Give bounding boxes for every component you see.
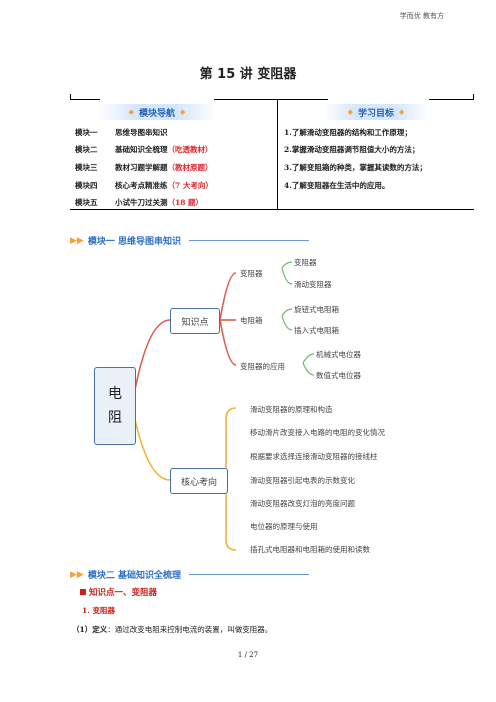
connector [281,308,293,331]
section-rule [188,240,309,241]
table-tick [473,94,474,100]
mindmap-leaf: 变阻器 [294,258,317,267]
square-bullet-icon [80,589,86,595]
double-arrow-icon: ▶▶ [70,569,84,580]
table-top-border [214,99,328,100]
item-heading: 1. 变阻器 [82,606,115,615]
table-top-border [70,99,100,100]
mindmap-node: 变阻器的应用 [240,362,285,371]
module-row: 模块四核心考点精准练（7 大考向） [75,181,213,190]
double-arrow-icon: ▶▶ [70,235,84,246]
module-row: 模块二基础知识全梳理（吃透教材） [75,145,213,154]
module-row: 模块五小试牛刀过关测（18 题） [75,198,204,207]
mindmap-branch-knowledge: 知识点 [170,308,220,334]
section-rule [188,574,309,575]
module-nav-label: 模块导航 [138,108,175,119]
section-banner: ▶▶ 模块一 思维导图串知识 [70,234,309,247]
mindmap-leaf: 数值式电位器 [316,371,361,380]
module-row: 模块一思维导图串知识 [75,128,168,137]
section-title: 模块二 基础知识全梳理 [87,571,181,581]
goal-item: 3.了解变阻箱的种类，掌握其读数的方法； [284,163,427,172]
mindmap-topic: 插孔式电阻器和电阻箱的使用和读数 [250,545,370,554]
mindmap-topic: 滑动变阻器的原理和构造 [250,405,333,414]
table-tick [70,94,71,100]
learning-goals-label: 学习目标 [357,108,394,119]
mindmap-leaf: 插入式电阻箱 [294,326,339,335]
diamond-icon: ◆ [399,108,405,116]
mindmap-node: 电阻箱 [240,316,263,325]
section-banner: ▶▶ 模块二 基础知识全梳理 [70,568,309,581]
mindmap-leaf: 机械式电位器 [316,350,361,359]
page-title: 第 15 讲 变阻器 [199,67,297,82]
module-nav-pill: ◆ 模块导航 ◆ [98,104,216,120]
mindmap-topic: 滑动变阻器改变灯泡的亮度问题 [250,499,355,508]
table-top-border [429,99,474,100]
module-row: 模块三教材习题学解题（教材原题） [75,163,213,172]
goal-item: 1.了解滑动变阻器的结构和工作原理； [284,128,412,137]
connector [133,319,171,396]
table-divider [277,99,278,209]
connector [281,261,293,285]
mindmap-root: 电 阻 [94,367,136,445]
mindmap-topic: 根据要求选择连接滑动变阻器的接线柱 [250,452,378,461]
mindmap-topic: 移动滑片改变接入电路的电阻的变化情况 [250,428,385,437]
learning-goals-pill: ◆ 学习目标 ◆ [323,104,429,120]
connector [302,353,315,376]
definition-line: （1）定义：通过改变电阻来控制电流的装置，叫做变阻器。 [72,625,273,634]
page-number: 1 / 27 [237,651,259,659]
mindmap-topic: 滑动变阻器引起电表的示数变化 [250,476,355,485]
section-title: 模块一 思维导图串知识 [87,237,181,247]
knowledge-heading: 知识点一、变阻器 [80,586,157,598]
mindmap-leaf: 旋钮式电阻箱 [294,305,339,314]
mindmap-node: 变阻器 [240,269,263,278]
connector [133,414,171,481]
mindmap-branch-core: 核心考向 [170,468,228,494]
diamond-icon: ◆ [180,108,186,116]
table-bottom-border [70,209,474,210]
mindmap-leaf: 滑动变阻器 [294,280,332,289]
connector [219,319,237,366]
diamond-icon: ◆ [347,108,353,116]
diamond-icon: ◆ [128,108,134,116]
connector [219,272,237,321]
mindmap-topic: 电位器的原理与使用 [250,522,318,531]
goal-item: 2.掌握滑动变阻器调节阻值大小的方法； [284,145,420,154]
header-text: 学而优 教有方 [399,12,444,20]
goal-item: 4.了解变阻器在生活中的应用。 [284,181,390,190]
